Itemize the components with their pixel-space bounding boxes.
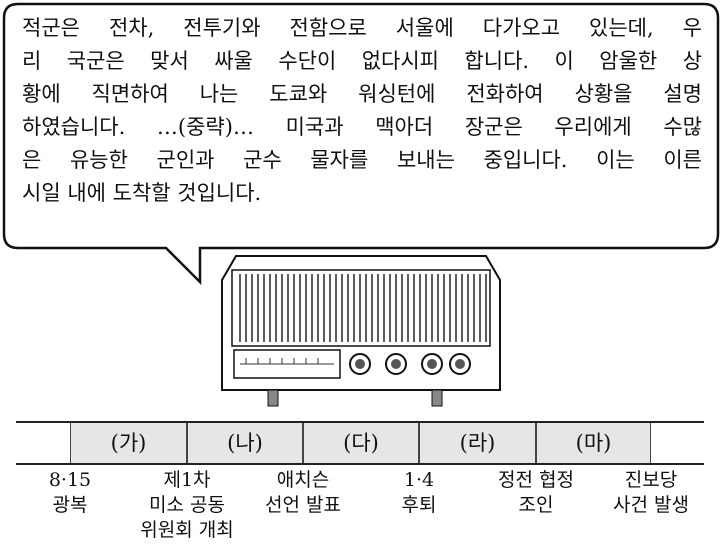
event-armistice: 정전 협정 조인 (471, 468, 601, 518)
event-line: 정전 협정 (498, 469, 574, 491)
event-line: 선언 발표 (265, 494, 341, 516)
event-line: 후퇴 (401, 494, 437, 516)
event-line: 진보당 (624, 469, 678, 491)
event-line: 사건 발생 (613, 494, 689, 516)
event-retreat: 1·4 후퇴 (354, 468, 484, 518)
speech-line: 하였습니다. …(중략)… 미국과 맥아더 장군은 우리에게 수많 (22, 115, 702, 139)
event-line: 1·4 (403, 469, 435, 491)
event-line: 광복 (52, 494, 88, 516)
period-da: (다) (303, 423, 419, 463)
event-line: 위원회 개최 (140, 519, 234, 541)
event-joint-commission: 제1차 미소 공동 위원회 개최 (122, 468, 252, 543)
event-progressive-party: 진보당 사건 발생 (586, 468, 716, 518)
speech-text: 적군은 전차, 전투기와 전함으로 서울에 다가오고 있는데, 우 리 국군은 … (22, 12, 702, 210)
event-line: 애치슨 (276, 469, 330, 491)
timeline-bar: (가) (나) (다) (라) (마) (16, 421, 704, 465)
period-ga: (가) (70, 423, 187, 463)
event-line: 제1차 (163, 469, 211, 491)
event-liberation: 8·15 광복 (5, 468, 135, 518)
event-acheson: 애치슨 선언 발표 (238, 468, 368, 518)
speech-bubble (2, 2, 720, 286)
event-line: 8·15 (48, 469, 92, 491)
speech-line: 적군은 전차, 전투기와 전함으로 서울에 다가오고 있는데, 우 (22, 16, 702, 40)
event-line: 미소 공동 (149, 494, 225, 516)
period-na: (나) (187, 423, 303, 463)
period-ma: (마) (536, 423, 651, 463)
speech-line: 황에 직면하여 나는 도쿄와 워싱턴에 전화하여 상황을 설명 (22, 82, 702, 106)
speech-line: 리 국군은 맞서 싸울 수단이 없다시피 합니다. 이 암울한 상 (22, 49, 702, 73)
speech-line: 시일 내에 도착할 것입니다. (22, 181, 262, 205)
speech-line: 은 유능한 군인과 군수 물자를 보내는 중입니다. 이는 이른 (22, 148, 702, 172)
period-ra: (라) (419, 423, 536, 463)
radio-illustration (221, 255, 501, 407)
event-line: 조인 (518, 494, 554, 516)
